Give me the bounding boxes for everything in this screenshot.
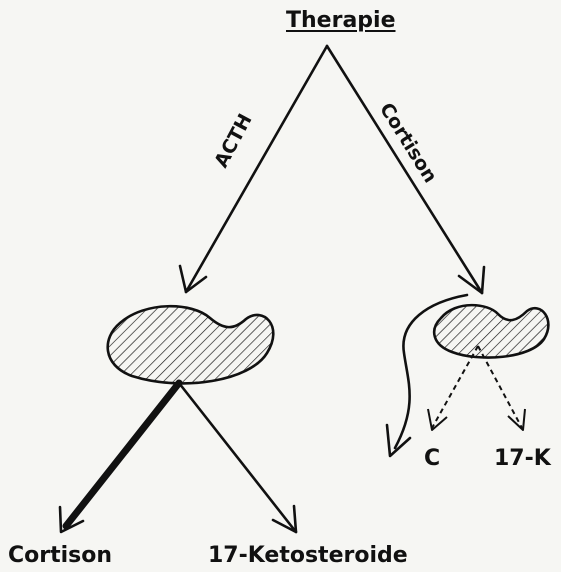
output-cortison-label: Cortison xyxy=(8,545,112,567)
output-c-label: C xyxy=(424,448,440,470)
left-thin-arrow xyxy=(179,383,296,532)
left-kidney-shape xyxy=(108,306,274,383)
right-dashed-arrow-c xyxy=(428,346,478,430)
output-ketosteroide-label: 17-Ketosteroide xyxy=(208,545,408,567)
right-kidney-shape xyxy=(434,305,548,357)
left-thick-arrow xyxy=(60,383,179,532)
cortison-arrow xyxy=(327,46,484,293)
acth-arrow xyxy=(180,46,327,292)
diagram-title: Therapie xyxy=(286,10,396,32)
output-17k-label: 17-K xyxy=(494,448,551,470)
